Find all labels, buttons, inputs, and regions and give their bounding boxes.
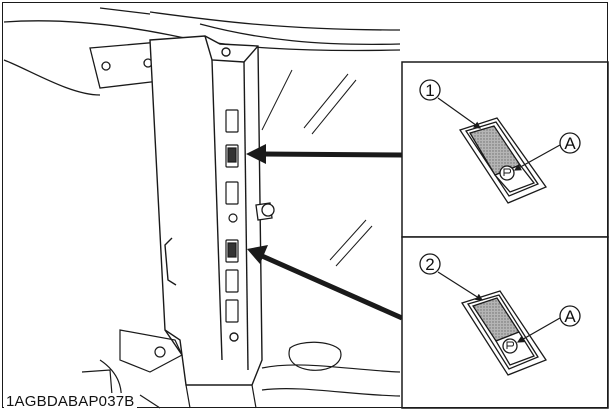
figure-id-label: 1AGBDABAP037B — [4, 393, 137, 410]
callout-a-top-text: A — [564, 134, 576, 153]
callout-number-1-text: 1 — [425, 81, 434, 100]
door-latch — [255, 202, 275, 221]
callout-number-1 — [419, 79, 441, 101]
pillar-slots — [225, 109, 239, 323]
pointer-arrow-bottom — [260, 253, 404, 321]
pointer-arrow-top — [261, 151, 403, 158]
inset-switch-bottom — [460, 290, 547, 376]
inset-bottom-leaders — [437, 271, 561, 343]
inset-bottom-labels: 2 A — [419, 253, 581, 327]
callout-a-bottom-text: A — [564, 307, 576, 326]
figure-frame — [2, 2, 608, 408]
callout-number-2-text: 2 — [425, 255, 434, 274]
pillar-switch-2[interactable] — [225, 239, 239, 263]
pointer-arrows — [246, 144, 404, 321]
pillar-switch-1[interactable] — [225, 144, 239, 168]
callout-number-2 — [419, 253, 441, 275]
callout-a-top — [559, 132, 581, 154]
cab-roof — [3, 7, 401, 96]
callout-a-bottom — [559, 305, 581, 327]
window-glass — [261, 69, 373, 267]
inset-top-leaders — [437, 97, 561, 171]
inset-switch-top — [458, 117, 547, 204]
cab-floor — [81, 329, 401, 409]
inset-top-labels: 1 A — [419, 79, 581, 154]
